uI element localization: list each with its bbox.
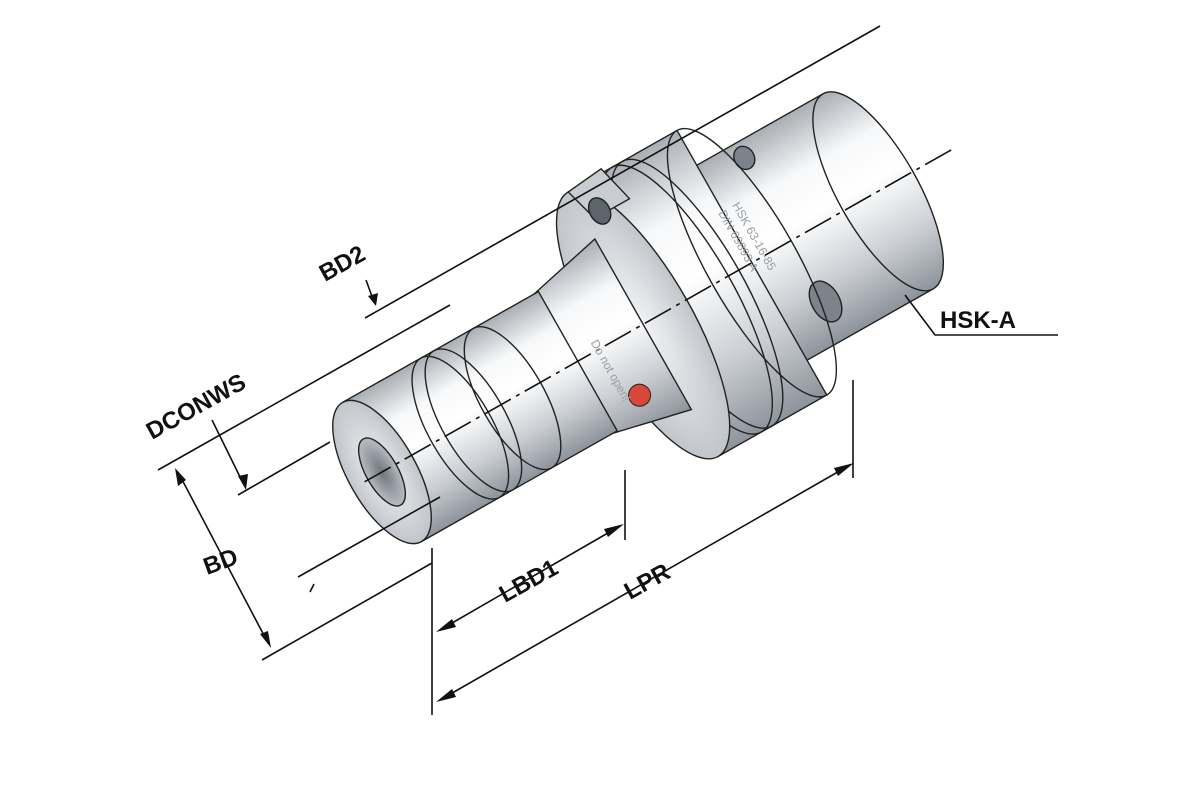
label-lbd1: LBD1 [495,554,563,608]
label-dconws: DCONWS [142,369,251,446]
tool-holder-body: HSK 63-16-85 DIN 69893 A Do not open! [332,91,957,545]
label-lpr: LPR [620,558,675,605]
set-screw-icon [587,197,612,225]
centerline [364,146,957,483]
dimension-lines [157,25,1058,715]
label-bd2: BD2 [315,240,370,287]
drive-slot-hole [808,280,843,323]
warning-marker [628,383,652,407]
label-bd: BD [200,543,242,580]
label-hsk-a: HSK-A [940,307,1016,334]
